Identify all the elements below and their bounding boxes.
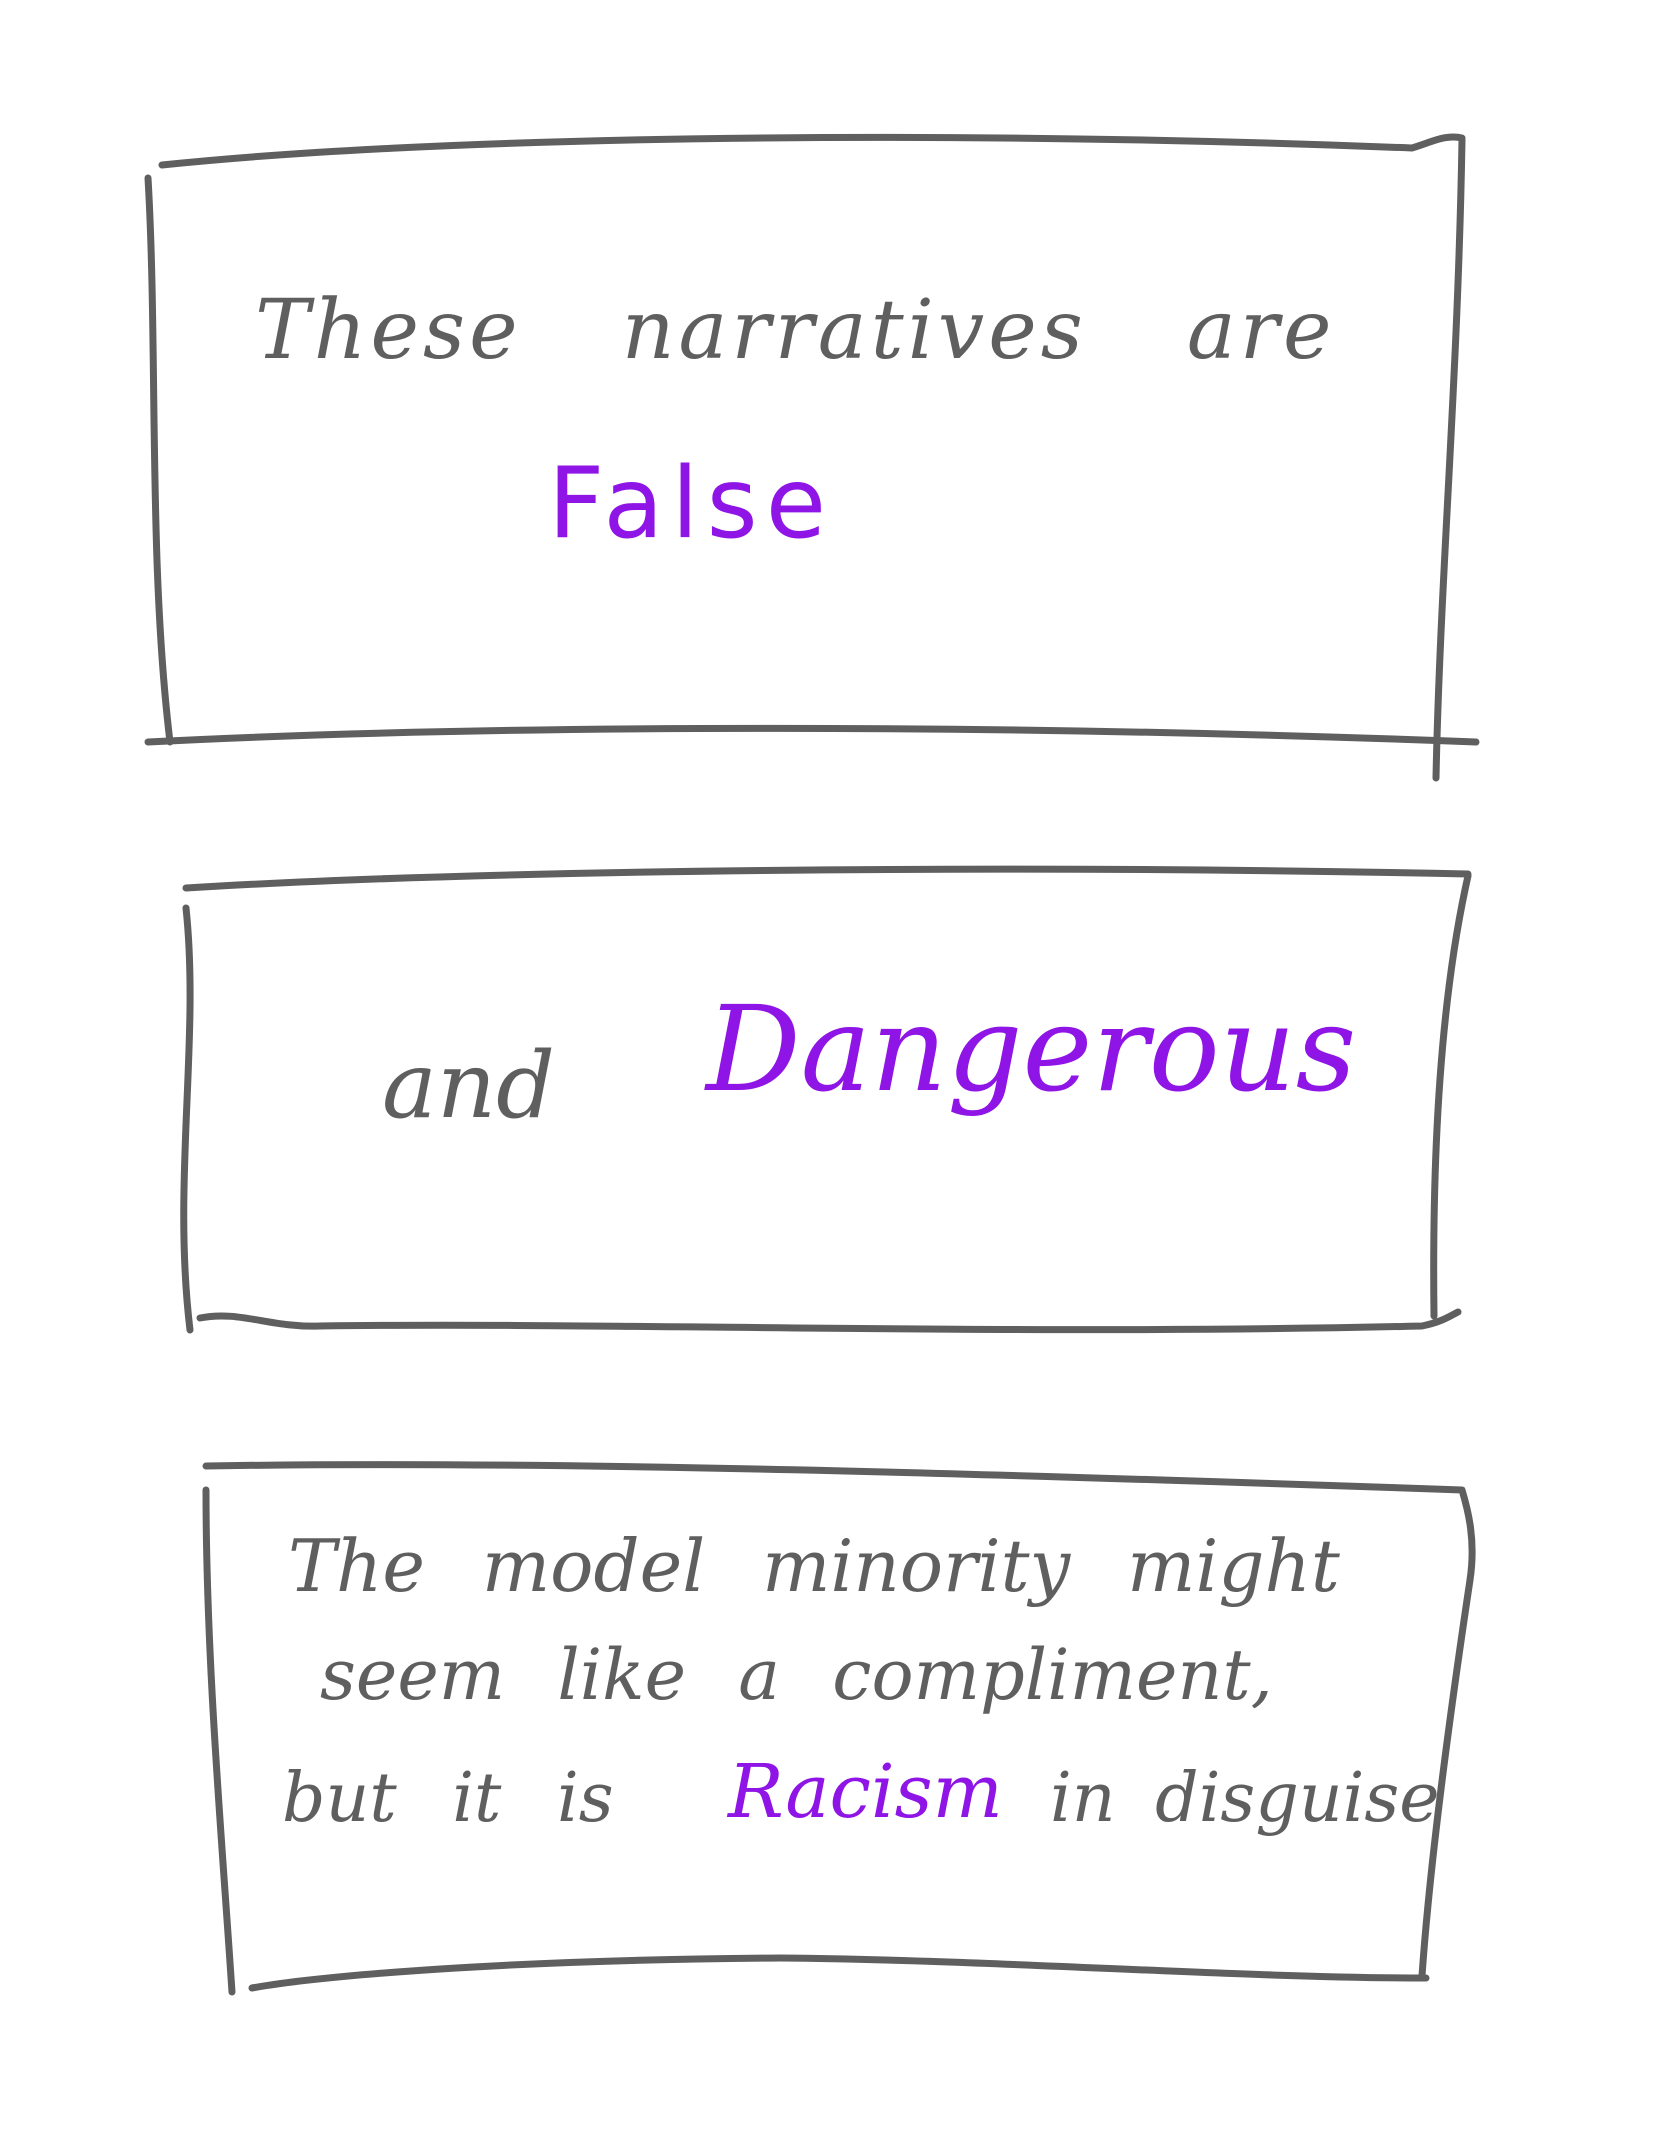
panel-3-line-3-before: but it is [282,1759,614,1838]
panel-3-emphasis-racism: Racism [728,1749,1003,1835]
panel-2-frame [180,865,1472,1334]
panel-2-emphasis-dangerous: Dangerous [706,980,1357,1118]
panel-3-line-3-after: in disguise [1050,1759,1440,1838]
panel-2-prefix-and: and [382,1032,555,1139]
panel-3-frame [202,1461,1476,1996]
panel-3-line-2: seem like a compliment, [320,1634,1273,1716]
panel-1-line-1: These narratives are [255,283,1336,378]
panel-1-emphasis-false: False [548,447,835,561]
panel-3-line-1: The model minority might [288,1524,1340,1608]
panel-1-frame [144,133,1480,782]
